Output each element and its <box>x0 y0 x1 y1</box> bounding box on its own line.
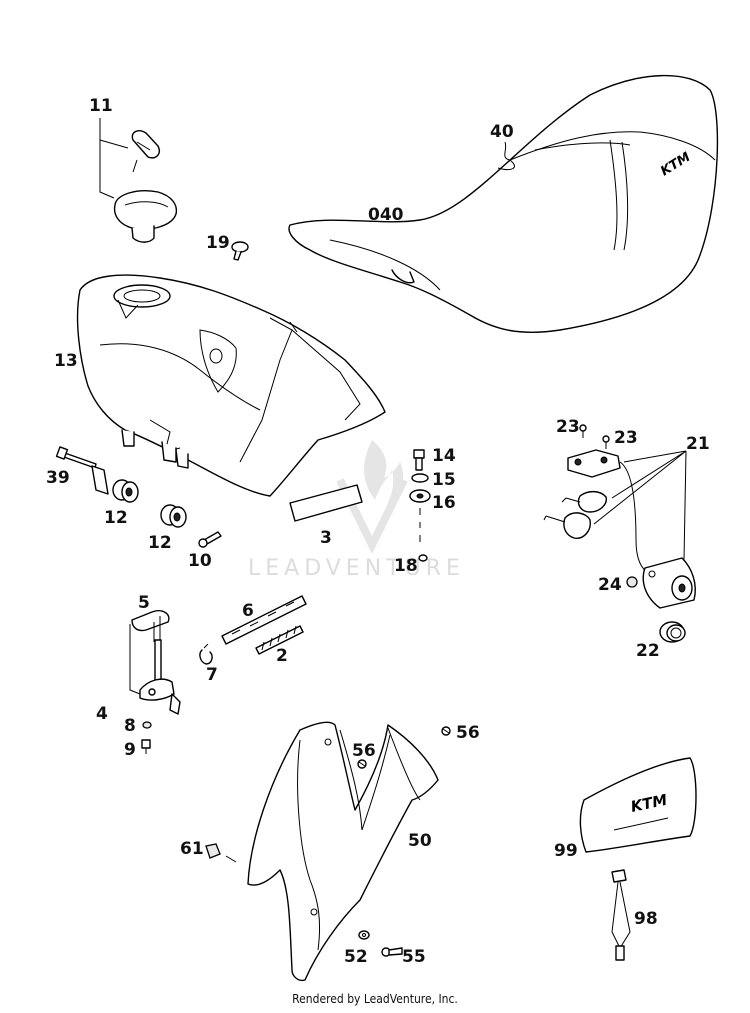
nut-24 <box>626 576 638 588</box>
part-label-5: 5 <box>138 593 150 613</box>
decal-99: KTM <box>579 757 697 853</box>
fuel-tank <box>76 274 386 497</box>
leader-40 <box>497 141 515 171</box>
leader-4-5 <box>129 624 141 695</box>
screw-10 <box>198 531 222 548</box>
part-label-6: 6 <box>242 601 254 621</box>
part-label-99: 99 <box>554 841 578 861</box>
leader-61 <box>225 855 237 863</box>
part-label-56a: 56 <box>456 723 480 743</box>
part-label-14: 14 <box>432 446 456 466</box>
part-label-24: 24 <box>598 575 622 595</box>
fuel-cap-with-key <box>113 130 178 243</box>
grommet-12a <box>112 479 139 503</box>
clamp-7 <box>199 643 213 665</box>
part-label-18: 18 <box>394 556 418 576</box>
ring-22 <box>659 621 686 643</box>
bolt-39 <box>55 446 109 495</box>
part-label-23b: 23 <box>614 428 638 448</box>
part-label-12a: 12 <box>104 508 128 528</box>
part-label-21: 21 <box>686 434 710 454</box>
clip-61 <box>205 843 221 859</box>
part-label-50: 50 <box>408 831 432 851</box>
screw-9 <box>141 739 151 754</box>
grommet-16 <box>409 489 431 503</box>
screw-55 <box>381 947 403 957</box>
part-label-7: 7 <box>206 665 218 685</box>
grommet-12b <box>160 504 187 528</box>
leader-21 <box>593 450 687 561</box>
washer-8 <box>142 721 152 729</box>
part-label-52: 52 <box>344 947 368 967</box>
fuel-tap-assembly <box>131 610 181 715</box>
washer-15 <box>411 473 429 483</box>
part-label-3: 3 <box>320 528 332 548</box>
ignition-lock-set <box>543 449 696 609</box>
leader-11 <box>99 118 129 199</box>
strap-98 <box>611 869 631 961</box>
part-label-40: 40 <box>490 122 514 142</box>
part-label-19: 19 <box>206 233 230 253</box>
part-label-10: 10 <box>188 551 212 571</box>
footer-credit: Rendered by LeadVenture, Inc. <box>292 992 458 1006</box>
part-label-13: 13 <box>54 351 78 371</box>
part-label-23a: 23 <box>556 417 580 437</box>
part-label-56b: 56 <box>352 741 376 761</box>
spring-2 <box>255 625 304 655</box>
part-label-15: 15 <box>432 470 456 490</box>
part-label-11: 11 <box>89 96 113 116</box>
side-panel-50 <box>247 721 439 982</box>
screw-23b <box>602 435 610 449</box>
nut-18 <box>418 554 428 562</box>
seat: KTM <box>288 74 719 333</box>
fuel-hose-6 <box>221 595 307 645</box>
clip-19 <box>231 241 249 261</box>
part-label-22: 22 <box>636 641 660 661</box>
washer-52 <box>358 930 370 940</box>
watermark-text: LEADVENTURE <box>248 556 465 581</box>
part-label-12b: 12 <box>148 533 172 553</box>
part-label-39: 39 <box>46 468 70 488</box>
part-label-2: 2 <box>276 646 288 666</box>
pad-3 <box>289 484 363 522</box>
part-label-8: 8 <box>124 716 136 736</box>
screw-23a <box>579 424 587 438</box>
part-label-040: 040 <box>368 205 404 225</box>
part-label-55: 55 <box>402 947 426 967</box>
screw-14 <box>413 449 425 471</box>
part-label-4: 4 <box>96 704 108 724</box>
part-label-16: 16 <box>432 493 456 513</box>
part-label-9: 9 <box>124 740 136 760</box>
screw-56b <box>357 759 367 769</box>
part-label-61: 61 <box>180 839 204 859</box>
part-label-98: 98 <box>634 909 658 929</box>
screw-56a <box>441 726 451 736</box>
